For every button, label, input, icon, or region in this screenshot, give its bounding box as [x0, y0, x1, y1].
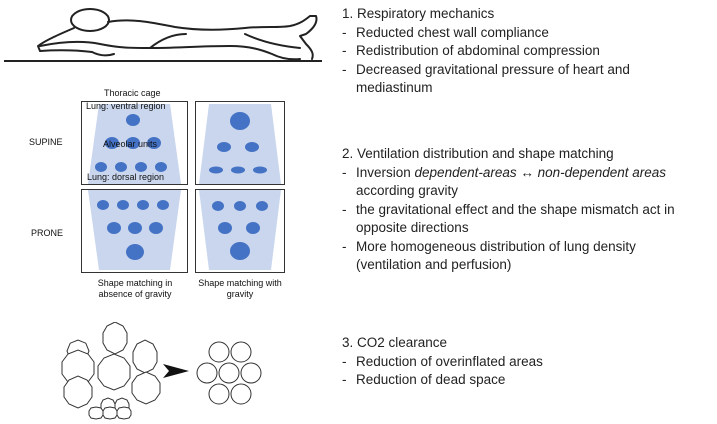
- alveolus: [147, 137, 161, 149]
- alveoli-before: [61, 322, 161, 420]
- alveolus: [212, 201, 224, 211]
- alveolus: [245, 142, 259, 152]
- section-1-bullet: Reducted chest wall compliance: [342, 24, 630, 43]
- section-3-bullet: Reduction of overinflated areas: [342, 353, 543, 372]
- panel-prone-no-gravity: [81, 189, 188, 273]
- ventral-region-label: Lung: ventral region: [86, 101, 166, 111]
- alveolus: [231, 166, 245, 174]
- section-3-bullet: Reduction of dead space: [342, 371, 543, 390]
- alveolus: [256, 201, 268, 211]
- alveolus: [115, 162, 127, 172]
- alveolus: [128, 222, 142, 234]
- alveolus: [218, 222, 232, 234]
- alveolus: [230, 242, 250, 260]
- alveolus: [117, 200, 129, 210]
- alveolus: [97, 200, 109, 210]
- alveoli-after: [196, 341, 262, 405]
- caption-gravity-line1: Shape matching with: [198, 278, 282, 288]
- alveolus: [126, 137, 140, 149]
- caption-gravity: Shape matching with gravity: [186, 278, 294, 300]
- alveolus: [126, 244, 144, 260]
- section-1-heading: 1. Respiratory mechanics: [342, 6, 495, 21]
- caption-no-gravity: Shape matching in absence of gravity: [79, 278, 191, 300]
- section-2-bullet: the gravitational effect and the shape m…: [342, 201, 675, 220]
- section-ventilation-distribution: 2. Ventilation distribution and shape ma…: [342, 145, 675, 275]
- double-arrow-icon: ↔: [516, 164, 538, 180]
- non-dependent-areas-text: non-dependent areas: [537, 164, 666, 180]
- alveolus: [230, 112, 250, 130]
- thoracic-cage-label: Thoracic cage: [104, 88, 161, 98]
- alveolus: [217, 142, 231, 152]
- prone-label: PRONE: [31, 228, 64, 238]
- section-co2-clearance: 3. CO2 clearance Reduction of overinflat…: [342, 334, 543, 390]
- panel-prone-gravity: [195, 189, 285, 273]
- alveolus: [107, 222, 121, 234]
- supine-label: SUPINE: [29, 137, 63, 147]
- alveolus: [157, 200, 169, 210]
- alveolus: [105, 137, 119, 149]
- section-1-bullet: Redistribution of abdominal compression: [342, 42, 630, 61]
- caption-no-gravity-line1: Shape matching in: [97, 278, 173, 288]
- alveolus: [137, 200, 149, 210]
- alveolus: [126, 114, 140, 126]
- panel-supine-gravity: [195, 101, 285, 185]
- alveolus: [253, 166, 267, 174]
- section-respiratory-mechanics: 1. Respiratory mechanics Reducted chest …: [342, 5, 630, 98]
- panel-supine-no-gravity: [81, 101, 188, 185]
- section-2-bullet: Inversion dependent-areas ↔ non-dependen…: [342, 164, 675, 183]
- prone-patient-figure: [4, 8, 322, 62]
- alveolus: [209, 166, 223, 174]
- alveolus: [155, 162, 167, 172]
- dependent-areas-text: dependent-areas: [414, 164, 517, 180]
- alveolus: [135, 162, 147, 172]
- arrow-right-icon: [163, 364, 189, 378]
- section-2-bullet-continuation: opposite directions: [356, 220, 469, 235]
- section-2-heading: 2. Ventilation distribution and shape ma…: [342, 146, 614, 161]
- inversion-text: Inversion: [356, 164, 415, 180]
- alveolus: [149, 222, 163, 234]
- section-2-bullet-continuation: (ventilation and perfusion): [356, 257, 512, 272]
- section-1-bullet: Decreased gravitational pressure of hear…: [342, 61, 630, 80]
- section-1-bullet-continuation: mediastinum: [356, 80, 433, 95]
- alveolus: [234, 201, 246, 211]
- alveolus: [95, 162, 107, 172]
- alveolus: [246, 222, 260, 234]
- alveolar-units-label: Alveolar units: [103, 139, 158, 149]
- section-3-heading: 3. CO2 clearance: [342, 335, 448, 350]
- section-2-bullet-continuation: according gravity: [356, 183, 459, 198]
- section-2-bullet: More homogeneous distribution of lung de…: [342, 238, 675, 257]
- caption-no-gravity-line2: absence of gravity: [98, 289, 172, 299]
- dorsal-region-label: Lung: dorsal region: [87, 172, 165, 182]
- caption-gravity-line2: gravity: [226, 289, 254, 299]
